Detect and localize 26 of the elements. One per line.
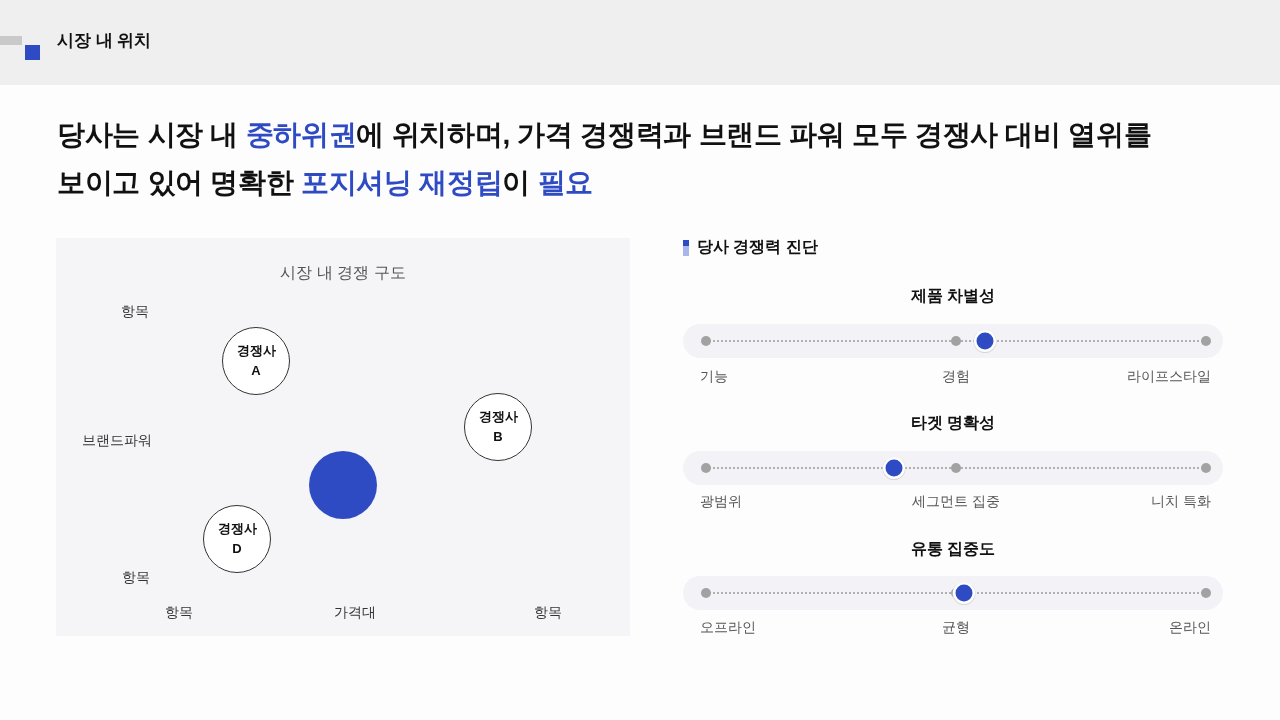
scale-label: 니치 특화 [1151,492,1211,510]
headline: 당사는 시장 내 중하위권에 위치하며, 가격 경쟁력과 브랜드 파워 모두 경쟁사 대비 열위를 보이고 있어 명확한 포지셔닝 재정립이 필요 [57,118,1153,200]
slider-title: 유통 집중도 [910,539,996,559]
scale-label: 라이프스타일 [1127,367,1211,385]
axis-label: 항목 [122,568,150,586]
slider-title: 제품 차별성 [910,286,996,306]
scale-label: 기능 [700,367,728,385]
axis-label: 항목 [165,603,193,621]
axis-label: 브랜드파워 [82,431,152,449]
chart-title: 시장 내 경쟁 구도 [280,263,406,283]
competitor-circle: 경쟁사 D [203,505,271,573]
axis-label: 항목 [534,603,562,621]
scale-label: 균형 [942,618,970,636]
slider-title: 타겟 명확성 [910,413,996,433]
axis-label: 가격대 [334,603,376,621]
scale-label: 세그먼트 집중 [912,492,1000,510]
scale-label: 광범위 [700,492,742,510]
page-title: 시장 내 위치 [57,30,152,52]
competitor-circle: 경쟁사 A [222,327,290,395]
axis-label: 항목 [121,302,149,320]
chart-panel [56,238,630,636]
scale-label: 온라인 [1169,618,1211,636]
scale-label: 경험 [942,367,970,385]
scale-label: 오프라인 [700,618,756,636]
section-heading: 당사 경쟁력 진단 [697,237,818,257]
competitor-circle: 경쟁사 B [464,393,532,461]
